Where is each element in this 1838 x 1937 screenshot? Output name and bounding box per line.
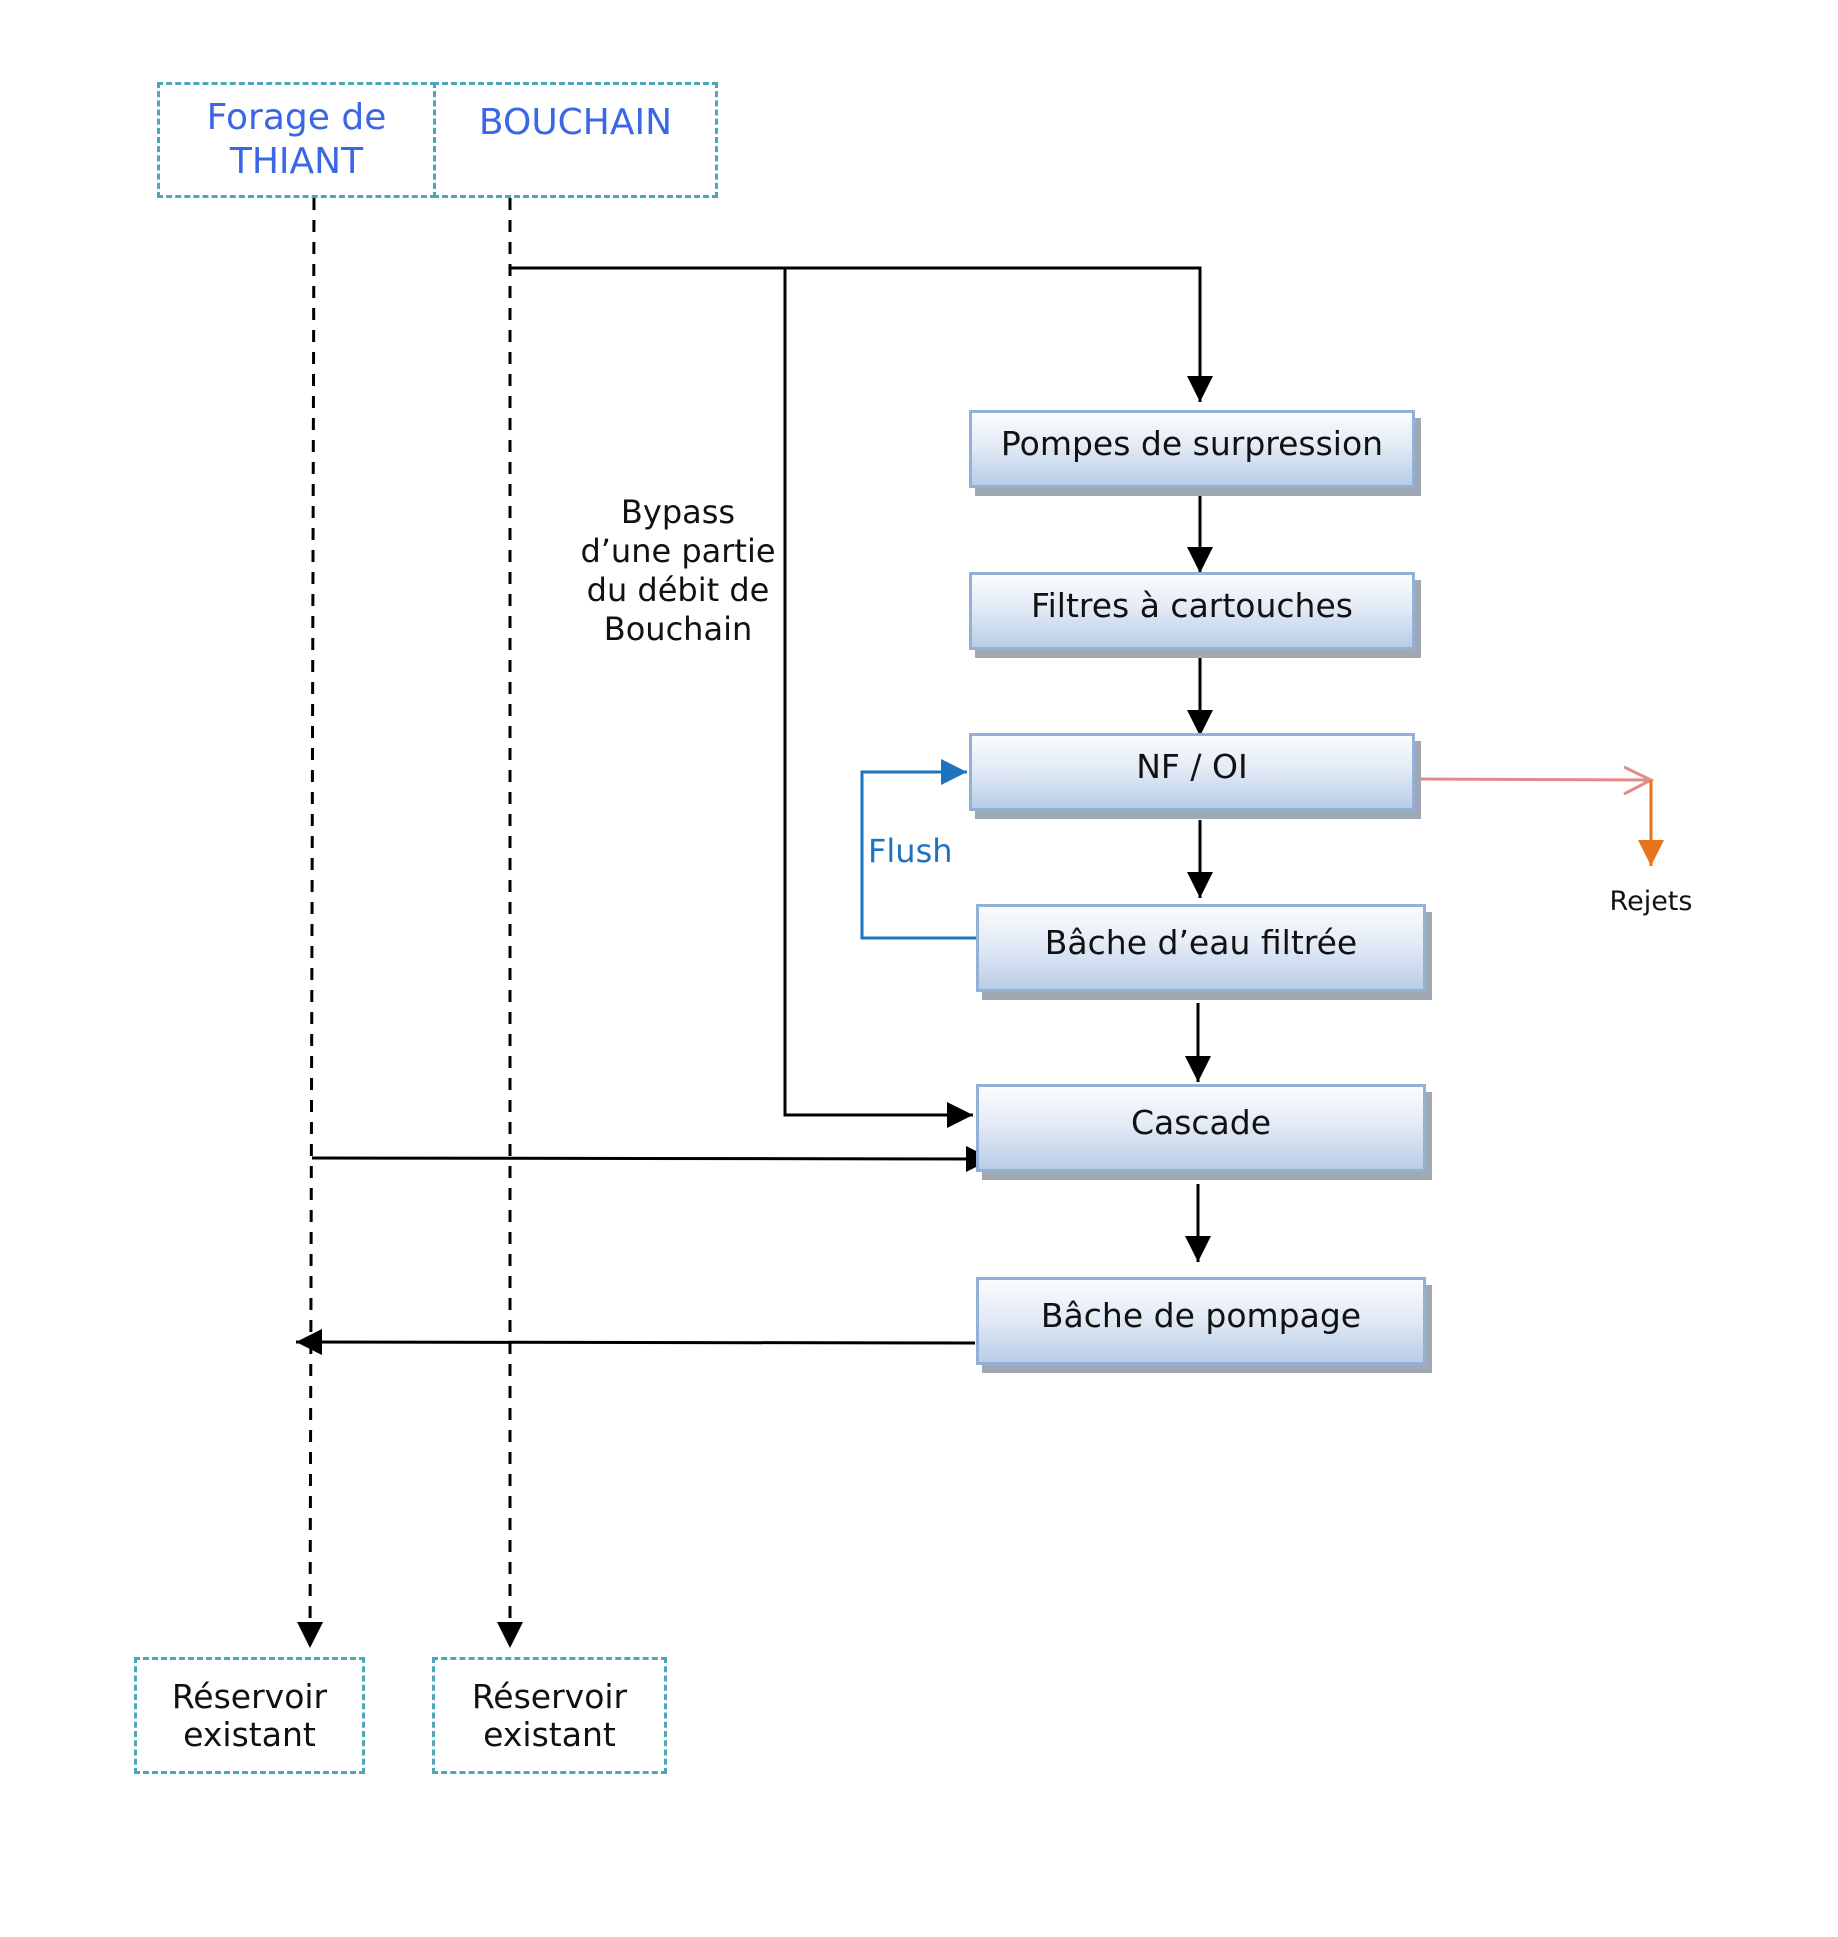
- thiant-dashed-line: [297, 197, 324, 1649]
- reservoir-right-box: Réservoir existant: [432, 1657, 667, 1774]
- reservoir-left-box: Réservoir existant: [134, 1657, 365, 1774]
- process-cascade-box: Cascade: [976, 1084, 1426, 1172]
- process-nfoi-label: NF / OI: [1136, 746, 1248, 786]
- thiant-to-cascade-line: [311, 1145, 993, 1172]
- reservoir-right-label: Réservoir existant: [471, 1676, 628, 1754]
- rejets-line: [1417, 777, 1652, 782]
- process-bache-filtree-label: Bâche d’eau filtrée: [1044, 922, 1358, 962]
- process-nfoi-box: NF / OI: [969, 733, 1415, 811]
- rejets-label: Rejets: [1609, 886, 1693, 917]
- process-pompes-box: Pompes de surpression: [969, 410, 1415, 488]
- process-bache-pompage-box: Bâche de pompage: [976, 1277, 1426, 1365]
- pompage-return-line: [295, 1329, 976, 1356]
- reservoir-left-label: Réservoir existant: [171, 1676, 328, 1754]
- process-filtres-box: Filtres à cartouches: [969, 572, 1415, 650]
- source-thiant-label: Forage de THIANT: [206, 97, 387, 182]
- source-thiant-box: Forage de THIANT: [157, 82, 436, 198]
- process-cascade-label: Cascade: [1130, 1102, 1272, 1142]
- bypass-label: Bypass d’une partie du débit de Bouchain: [580, 493, 776, 648]
- process-bache-filtree-box: Bâche d’eau filtrée: [976, 904, 1426, 992]
- bouchain-feed-line: [510, 266, 1213, 402]
- bypass-line: [783, 268, 973, 1128]
- source-bouchain-box: BOUCHAIN: [433, 82, 718, 198]
- source-bouchain-label: BOUCHAIN: [478, 102, 673, 143]
- flush-label: Flush: [868, 832, 953, 870]
- flush-line: [860, 759, 976, 940]
- process-filtres-label: Filtres à cartouches: [1031, 585, 1353, 625]
- process-bache-pompage-label: Bâche de pompage: [1040, 1295, 1362, 1335]
- process-pompes-label: Pompes de surpression: [1000, 423, 1384, 463]
